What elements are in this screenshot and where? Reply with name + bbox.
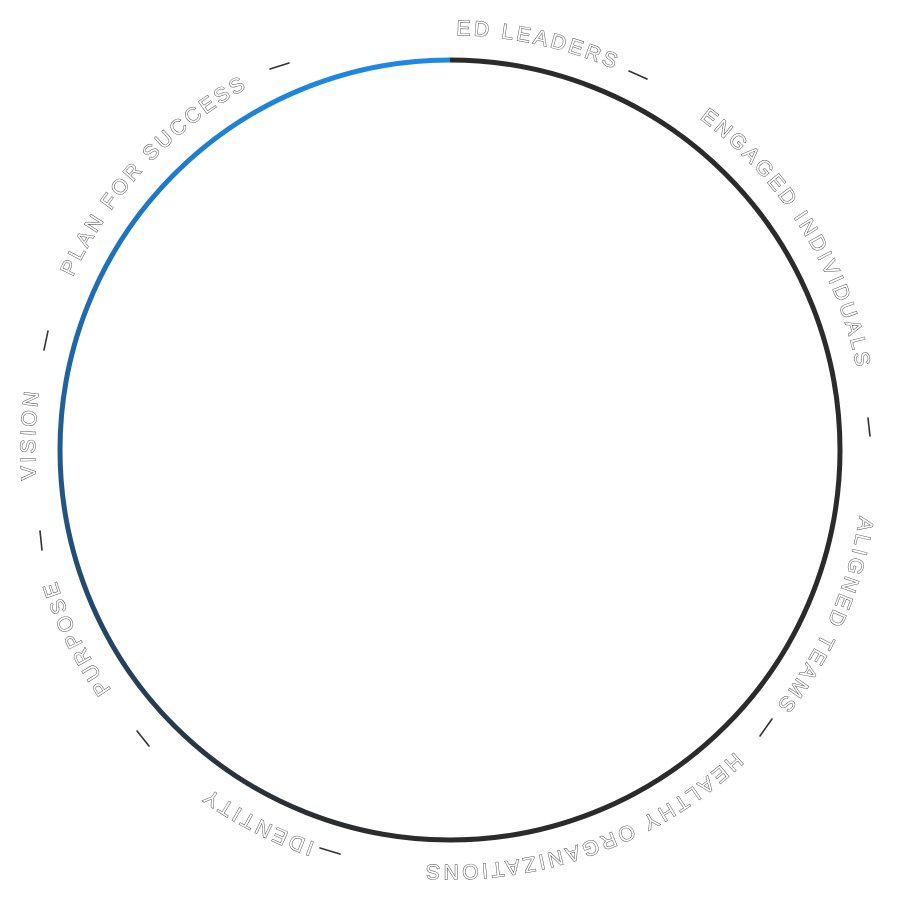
separator-dash	[628, 70, 648, 80]
ring-right-arc	[449, 57, 843, 843]
label-aligned-teams: ALIGNED TEAMS	[771, 515, 877, 718]
ring-left-arc	[57, 57, 451, 843]
separator-dash	[319, 847, 341, 855]
separator-dash	[759, 718, 773, 737]
label-inspired-leaders: INSPIRED LEADERS	[0, 0, 624, 74]
separator-dash	[136, 730, 150, 747]
separator-dash	[43, 330, 49, 351]
label-identity: IDENTITY	[197, 783, 316, 860]
label-purpose: PURPOSE	[38, 577, 115, 700]
label-plan-for-success: PLAN FOR SUCCESS	[56, 71, 251, 279]
separator-dash	[39, 530, 43, 551]
separator-dash	[269, 62, 290, 70]
separator-dashes	[39, 62, 871, 855]
separator-dash	[867, 417, 871, 437]
label-vision: VISION	[17, 387, 44, 480]
label-engaged-individuals: ENGAGED INDIVIDUALS	[697, 104, 875, 371]
